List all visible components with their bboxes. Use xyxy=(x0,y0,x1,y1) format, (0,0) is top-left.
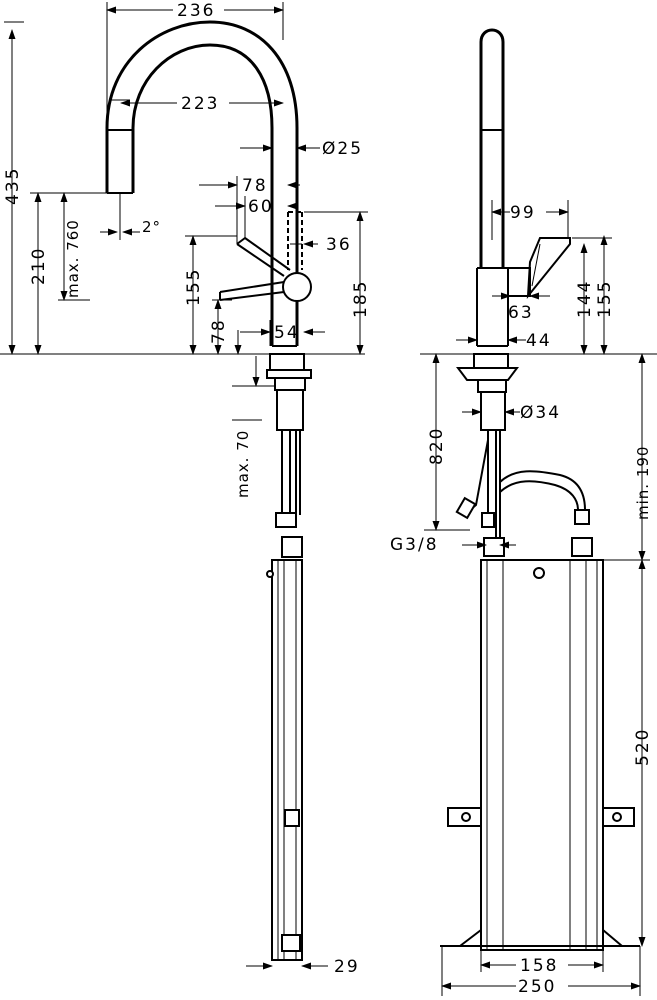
front-cartridge xyxy=(507,267,531,297)
front-clip-left-screw xyxy=(461,812,471,822)
side-view: 236 223 Ø25 78 60 36 435 210 max. 76 xyxy=(0,1,371,977)
front-handle-detail xyxy=(531,243,541,287)
front-view: 99 63 44 144 155 xyxy=(390,28,657,997)
side-box-screw xyxy=(266,570,274,578)
side-hose-fitting xyxy=(281,536,303,558)
dim-760-label: max. 760 xyxy=(64,219,82,298)
front-box-fitting-right xyxy=(571,537,593,557)
front-mount-nut xyxy=(477,379,507,393)
side-hose-connector xyxy=(275,512,297,528)
side-handle-lower xyxy=(219,281,285,293)
dim-223-label: 223 xyxy=(181,94,219,114)
dim-155-label: 155 xyxy=(184,268,204,306)
dim-63-label: 63 xyxy=(508,303,534,323)
front-hose-loop-connector xyxy=(574,509,590,525)
side-mount-collar xyxy=(269,353,305,371)
dim-250-label: 250 xyxy=(518,977,556,997)
front-spout xyxy=(479,28,505,268)
side-mount-nut xyxy=(274,377,306,391)
dim-78v-label: 78 xyxy=(209,318,229,344)
front-hoses xyxy=(487,430,501,550)
front-hose-loop xyxy=(499,470,586,511)
dim-185-label: 185 xyxy=(351,280,371,318)
side-cartridge-circle xyxy=(282,272,312,302)
dim-54-label: 54 xyxy=(274,323,300,343)
dim-34-label: Ø34 xyxy=(520,403,561,423)
dim-29-label: 29 xyxy=(334,957,360,977)
side-hose-guide-box xyxy=(271,559,303,961)
dim-78-label: 78 xyxy=(242,176,268,196)
front-foot-left xyxy=(457,927,482,947)
dim-44-label: 44 xyxy=(526,331,552,351)
side-spout-inner xyxy=(131,43,274,268)
dim-25-label: Ø25 xyxy=(322,139,363,159)
side-box-clip xyxy=(284,809,300,827)
side-handle-lever-tip xyxy=(236,237,246,245)
dim-144-label: 144 xyxy=(575,280,595,318)
front-box-fitting-left xyxy=(483,537,505,557)
dim-36-label: 36 xyxy=(326,235,352,255)
side-handle-lever-2 xyxy=(244,237,291,271)
dim-520-label: 520 xyxy=(633,728,653,766)
dim-435-label: 435 xyxy=(3,167,23,205)
front-mount-collar xyxy=(473,353,509,369)
front-hose-mid-connector xyxy=(481,512,495,528)
front-box xyxy=(480,559,604,951)
front-box-hole xyxy=(533,567,545,579)
front-mount-shank xyxy=(480,391,506,431)
side-spout-outer xyxy=(105,20,299,268)
dim-190-label: min. 190 xyxy=(634,446,652,520)
side-handle-lever xyxy=(236,243,285,277)
front-mount-plate xyxy=(456,367,519,381)
front-foot-right xyxy=(602,927,625,947)
front-hose-loop-inner xyxy=(499,480,579,511)
dim-158-label: 158 xyxy=(520,956,558,976)
front-hose-left-connector xyxy=(455,496,477,520)
front-handle xyxy=(526,237,571,300)
dim-g38-label: G3/8 xyxy=(390,535,439,555)
dim-60-label: 60 xyxy=(248,197,274,217)
dim-236-label: 236 xyxy=(177,1,215,21)
dim-2deg-label: 2° xyxy=(142,218,161,236)
side-mount-plate xyxy=(266,369,312,379)
dim-820-label: 820 xyxy=(427,427,447,465)
side-hoses xyxy=(281,430,301,515)
dim-210-label: 210 xyxy=(29,247,49,285)
dim-99-label: 99 xyxy=(510,203,536,223)
side-mount-shank xyxy=(276,389,304,431)
side-box-foot xyxy=(281,934,301,952)
front-clip-right-screw xyxy=(612,812,622,822)
dim-70-label: max. 70 xyxy=(234,430,252,498)
side-handle-lower-2 xyxy=(219,291,285,301)
dim-155f-label: 155 xyxy=(595,280,615,318)
